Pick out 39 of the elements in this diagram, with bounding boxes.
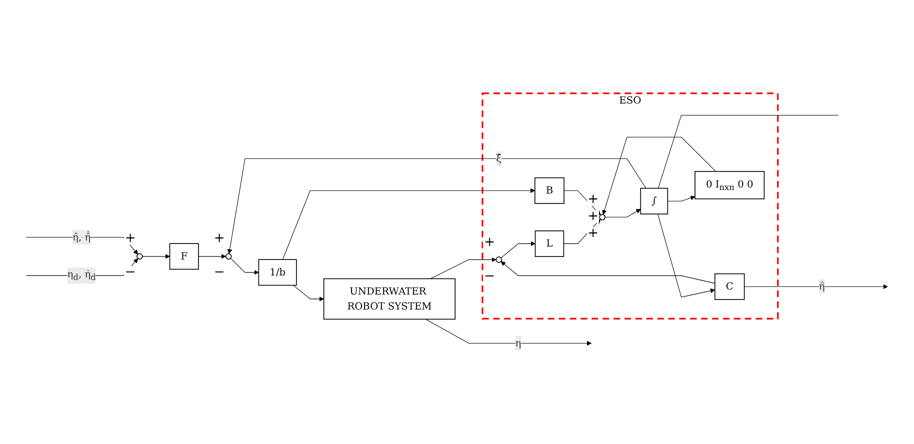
node-box: UNDERWATER ROBOT SYSTEM [323,278,456,320]
arrow [500,261,716,284]
sign-label: + [483,236,496,249]
node-box: F [169,243,199,270]
arrow [293,285,324,302]
node-box: 1/b [258,259,297,286]
node-box: ∫ [640,188,668,214]
arrow [604,208,641,218]
node-box: B [534,177,564,204]
arrow [425,318,592,346]
edge-label: η̂, η̂̇ [72,232,91,244]
node-box: C [714,273,745,300]
node-box: L [534,230,564,257]
arrow [744,284,888,290]
node-circle [136,253,143,260]
node-box: 0 I$_{nxn}$ 0 0 [694,171,765,200]
node-circle [496,256,502,263]
sign-label: + [586,193,600,206]
connector [658,114,839,189]
arrow [500,241,536,258]
arrow [667,196,696,202]
node-circle [599,214,606,220]
edge-label: η [515,338,522,350]
edge-label: η$_{d}$, η̇$_{d}$ [67,268,96,282]
arrow [227,158,646,254]
arrow [430,257,496,279]
node-circle [225,253,232,260]
sign-label: − [483,270,496,283]
arrow [230,258,259,275]
arrow [142,254,170,259]
arrow [26,237,138,255]
sign-label: + [124,232,137,246]
arrow [282,188,536,260]
arrow [658,214,716,298]
sign-label: + [586,210,600,224]
arrow [198,254,226,259]
edge-label: ξ̂ [496,152,502,164]
arrow [602,136,716,215]
edge-label: η̂ [818,280,825,292]
